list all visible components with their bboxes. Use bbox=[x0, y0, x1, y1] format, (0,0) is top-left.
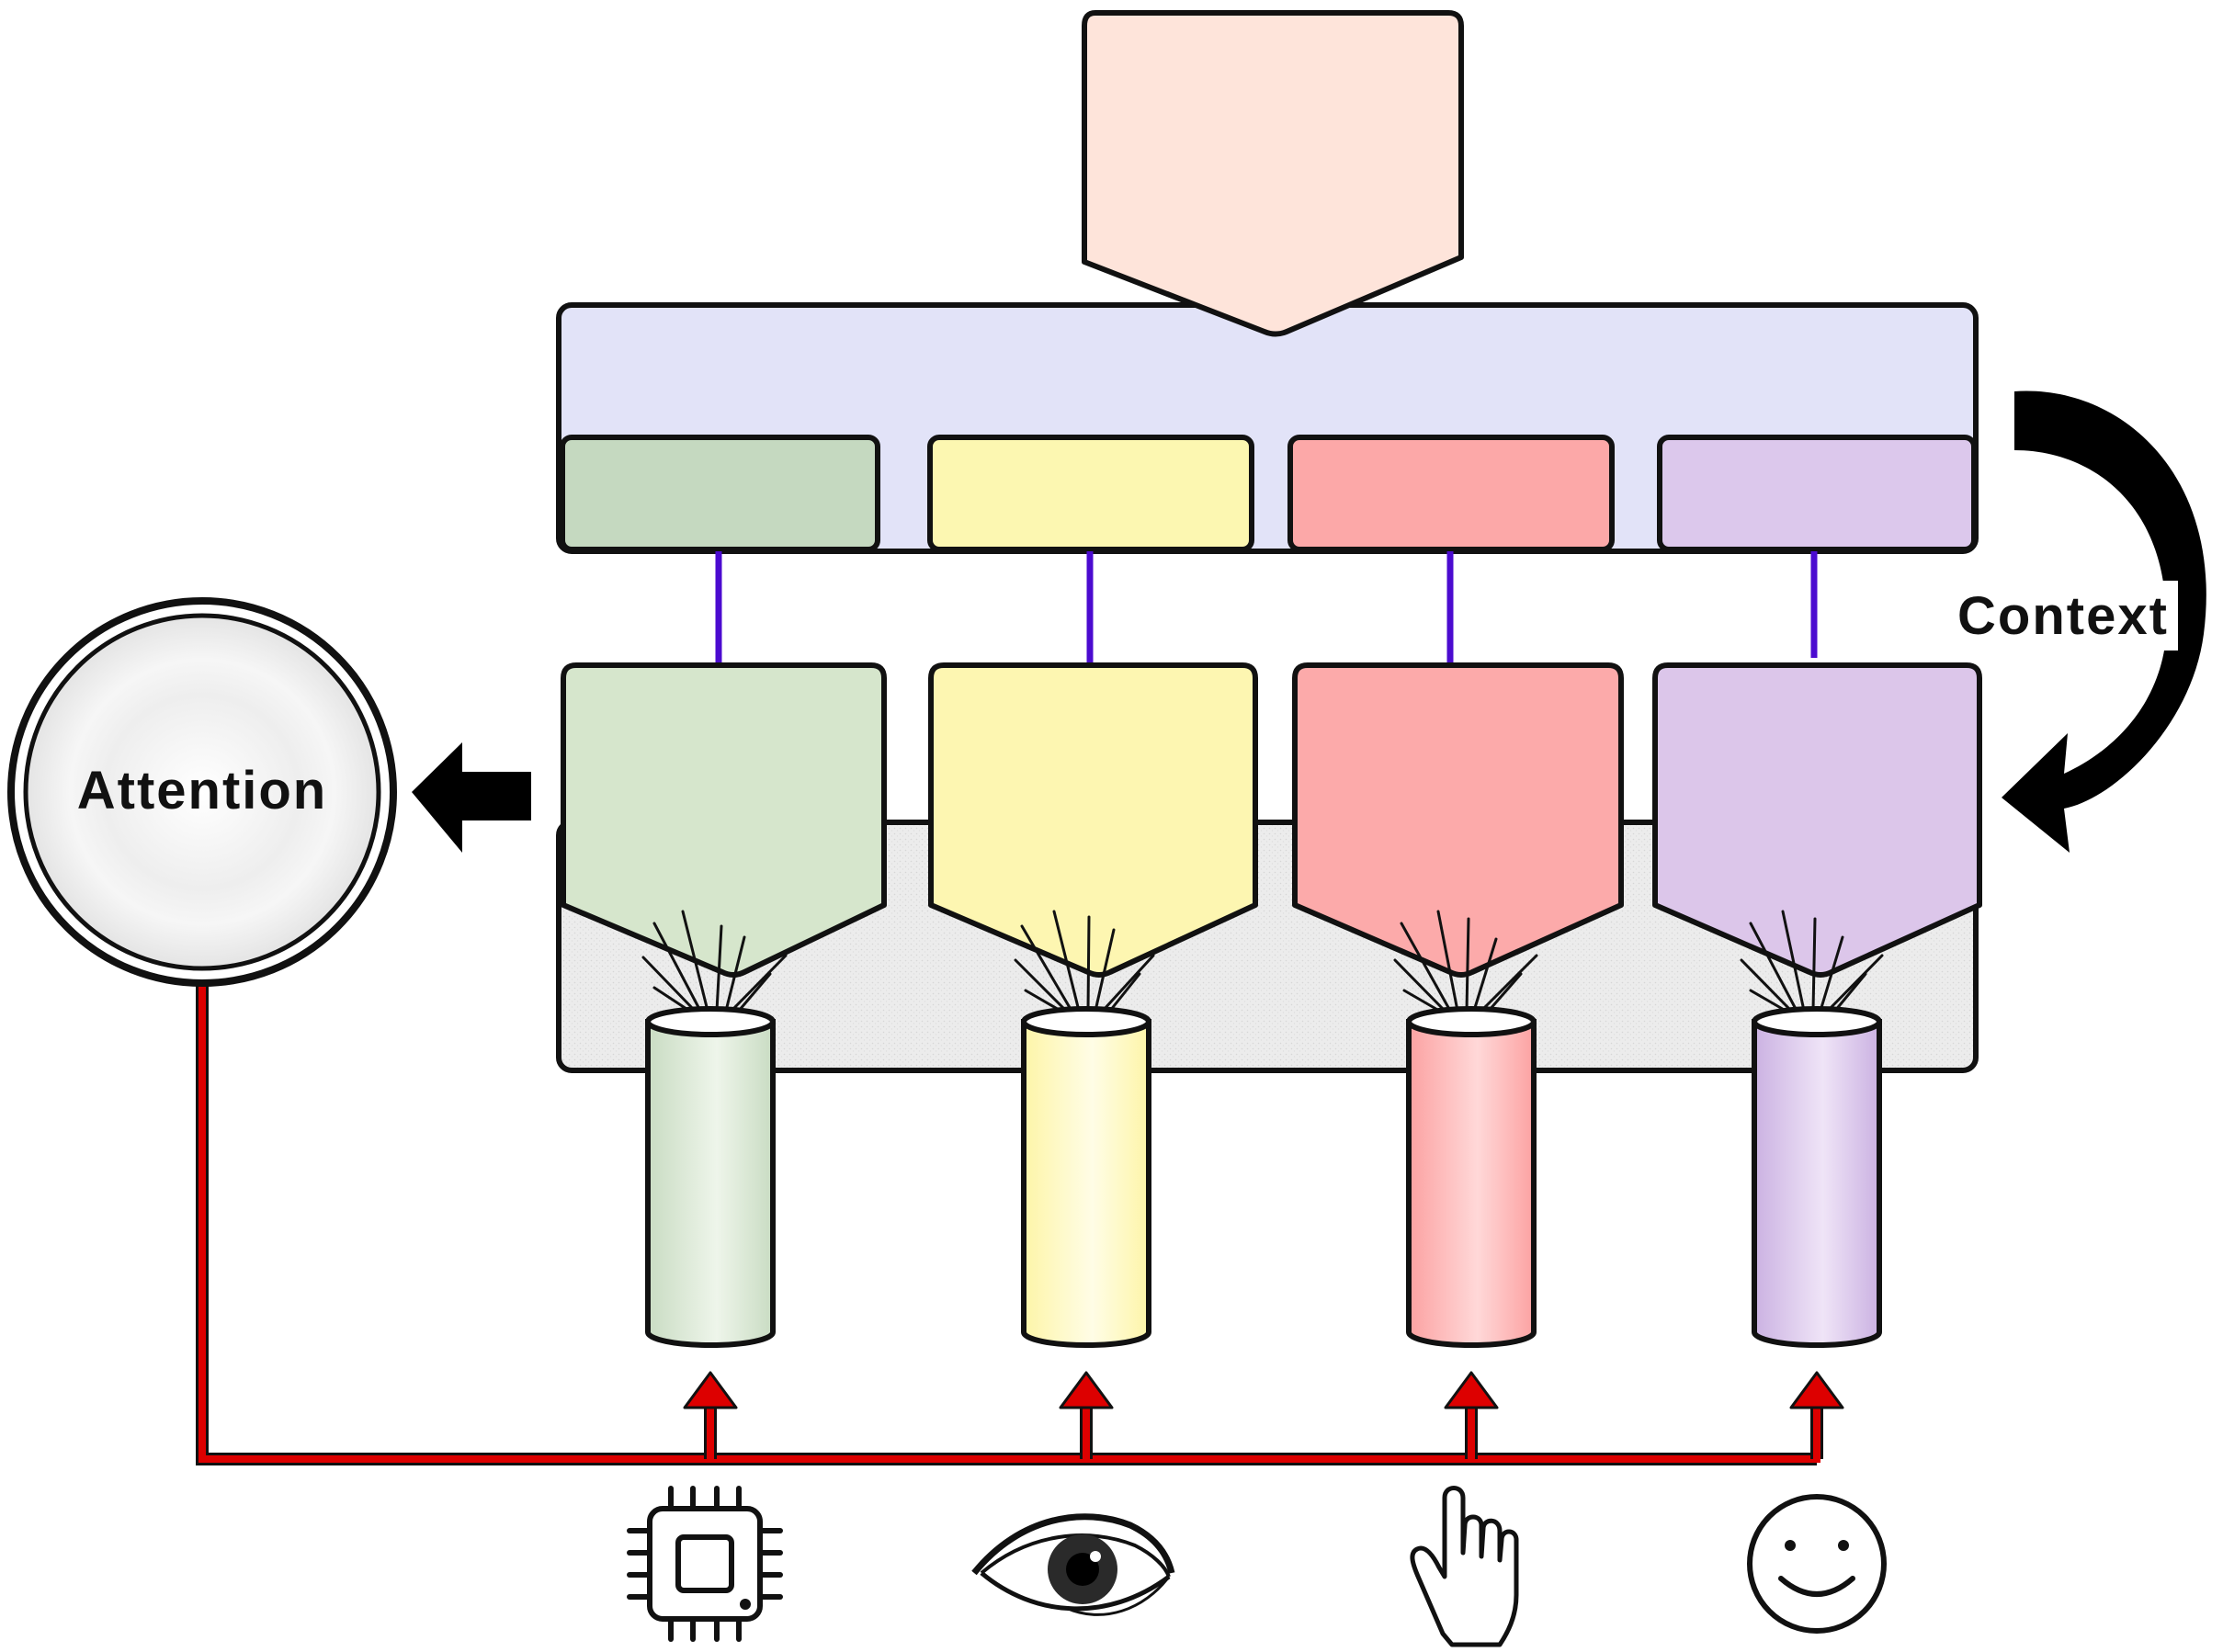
ray-fans bbox=[641, 910, 1884, 1013]
rays-green bbox=[641, 910, 788, 1013]
eye-icon bbox=[971, 1513, 1175, 1616]
attention-feedback bbox=[196, 985, 1844, 1465]
attention-node: Attention bbox=[7, 597, 397, 987]
connectors bbox=[715, 551, 1818, 665]
rays-red bbox=[1393, 910, 1538, 1013]
context-arrow: Context bbox=[1948, 390, 2206, 853]
chip-icon bbox=[627, 1486, 783, 1642]
smiley-icon bbox=[1747, 1494, 1887, 1634]
top-output-block bbox=[1082, 10, 1464, 337]
module-red bbox=[1292, 662, 1624, 978]
module-yellow bbox=[928, 662, 1258, 978]
cylinder-green bbox=[645, 1006, 776, 1348]
context-label: Context bbox=[1957, 586, 2169, 646]
slot-green bbox=[560, 435, 880, 552]
hand-icon bbox=[1410, 1486, 1519, 1647]
feedback-arrowhead-green bbox=[683, 1371, 738, 1409]
feedback-arrowhead-red bbox=[1444, 1371, 1499, 1409]
rays-purple bbox=[1740, 910, 1884, 1013]
slot-yellow bbox=[927, 435, 1254, 552]
output-to-attention-arrow bbox=[412, 742, 531, 853]
cylinder-yellow bbox=[1021, 1006, 1151, 1348]
feedback-arrowhead-yellow bbox=[1059, 1371, 1114, 1409]
module-purple bbox=[1652, 662, 1982, 978]
attention-label: Attention bbox=[77, 761, 328, 820]
cylinder-red bbox=[1406, 1006, 1537, 1348]
rays-yellow bbox=[1014, 910, 1155, 1013]
feedback-arrowhead-purple bbox=[1789, 1371, 1844, 1409]
slot-purple bbox=[1657, 435, 1977, 552]
cylinder-purple bbox=[1752, 1006, 1882, 1348]
slot-red bbox=[1287, 435, 1615, 552]
